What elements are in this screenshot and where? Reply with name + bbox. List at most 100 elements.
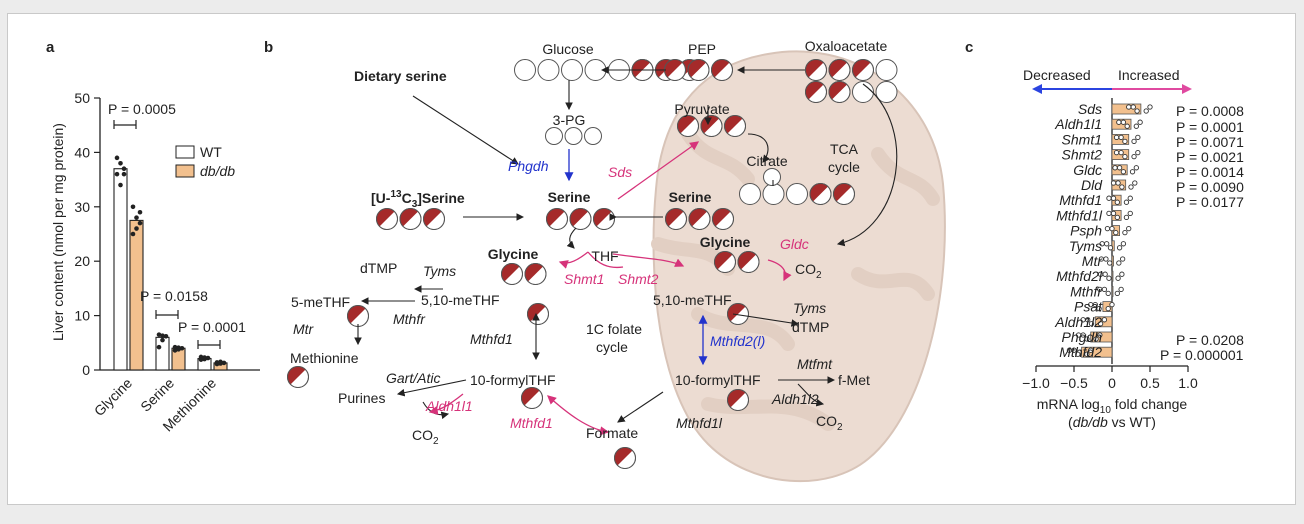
label-mthfd1l: Mthfd1l xyxy=(676,415,723,431)
pathway-arrows xyxy=(354,66,898,423)
labelled-fraction xyxy=(677,115,696,134)
label-thf: THF xyxy=(591,248,618,264)
gene-label: Shmt1 xyxy=(1062,131,1102,147)
gene-point xyxy=(1104,241,1110,247)
c-pvalues: P = 0.0008 P = 0.0001 P = 0.0071 P = 0.0… xyxy=(1160,103,1244,363)
data-point xyxy=(130,231,136,237)
label-mtfmt: Mtfmt xyxy=(797,356,833,372)
gene-point xyxy=(1093,336,1099,342)
c-x-tick-label: 1.0 xyxy=(1178,375,1198,391)
labelled-fraction xyxy=(400,208,418,227)
data-point xyxy=(134,226,139,231)
label-cycle: cycle xyxy=(828,159,860,175)
gene-point xyxy=(1103,256,1109,262)
gene-point xyxy=(1114,214,1120,221)
pvalue-aldh1l1: P = 0.0001 xyxy=(1176,119,1244,135)
label-f-met: f-Met xyxy=(838,372,870,388)
label-citrate: Citrate xyxy=(746,153,787,169)
gene-point xyxy=(1134,108,1140,114)
gene-point xyxy=(1115,275,1121,281)
isotopologue-circles xyxy=(287,59,898,469)
gene-bar-mthfd2l xyxy=(1111,270,1114,282)
label-folate-cycle: cycle xyxy=(596,339,628,355)
label-sds: Sds xyxy=(608,164,632,180)
labelled-fraction xyxy=(376,208,395,227)
data-point xyxy=(172,344,178,350)
labelled-fraction xyxy=(689,208,707,227)
gene-point xyxy=(1120,119,1127,125)
gene-point xyxy=(1112,165,1118,171)
label-pyruvate: Pyruvate xyxy=(674,101,729,117)
gene-point xyxy=(1109,225,1115,232)
pvalue-phgdh: P = 0.0208 xyxy=(1176,332,1244,348)
label-co2-aldh1l2: CO2 xyxy=(816,413,843,433)
gene-point xyxy=(1113,149,1120,156)
label-dietary-serine: Dietary serine xyxy=(354,68,447,84)
gene-point xyxy=(1132,180,1138,186)
pvalue-shmt2: P = 0.0021 xyxy=(1176,149,1244,165)
gene-point xyxy=(1137,119,1143,125)
label-3pg: 3-PG xyxy=(553,112,586,128)
gene-point xyxy=(1133,165,1139,171)
c-x-axis-label: mRNA log10 fold change xyxy=(1037,396,1188,416)
panel-c-label: c xyxy=(965,39,973,56)
labelled-fraction xyxy=(521,387,540,406)
gene-label: Dld xyxy=(1081,177,1103,193)
labelled-fraction xyxy=(724,115,743,134)
data-point xyxy=(118,182,123,188)
legend-label-wt: WT xyxy=(200,144,222,160)
x-tick-label: Serine xyxy=(137,375,177,415)
gene-point xyxy=(1122,229,1128,236)
isotopologue-circle xyxy=(852,81,874,103)
panel-b-label: b xyxy=(264,39,273,56)
gene-point xyxy=(1143,108,1149,114)
labelled-fraction xyxy=(664,59,683,78)
label-10formylthf-cytosol: 10-formylTHF xyxy=(470,372,556,388)
gene-point xyxy=(1088,321,1095,327)
gene-point xyxy=(1075,351,1081,357)
bars xyxy=(113,155,228,371)
labelled-fraction xyxy=(665,208,684,227)
gene-point xyxy=(1096,305,1102,312)
data-point xyxy=(176,345,181,350)
label-pep: PEP xyxy=(688,41,716,57)
panel-a-label: a xyxy=(46,39,55,56)
label-purines: Purines xyxy=(338,390,385,406)
c-x-tick-label: −0.5 xyxy=(1060,375,1088,391)
isotopologue-circle xyxy=(786,183,808,205)
gene-point xyxy=(1120,241,1127,247)
c-x-tick-label: −1.0 xyxy=(1022,375,1050,391)
label-aldh1l1: Aldh1l1 xyxy=(425,398,473,414)
y-tick-label: 50 xyxy=(74,90,90,106)
gene-point xyxy=(1130,104,1136,110)
labelled-fraction xyxy=(829,59,847,78)
gene-point xyxy=(1127,210,1133,217)
labelled-fraction xyxy=(632,59,650,78)
bar-glycine-wt xyxy=(113,168,128,371)
c-x-tick-label: 0 xyxy=(1108,375,1116,391)
label-gldc: Gldc xyxy=(780,236,809,252)
labelled-fraction xyxy=(805,81,824,100)
gene-label: Mthfd1l xyxy=(1056,207,1103,223)
gene-point xyxy=(1092,301,1098,308)
gene-label: Aldh1l1 xyxy=(1054,116,1102,132)
labelled-fraction xyxy=(546,208,565,227)
data-point xyxy=(202,355,207,360)
gene-point xyxy=(1126,104,1132,110)
data-point xyxy=(134,215,139,220)
gene-point xyxy=(1085,317,1091,323)
label-aldh1l2: Aldh1l2 xyxy=(771,391,819,407)
pvalue-shmt1: P = 0.0071 xyxy=(1176,134,1244,150)
isotopologue-circle xyxy=(763,168,781,186)
isotopologue-circle xyxy=(739,183,761,205)
gene-label: Sds xyxy=(1078,101,1102,117)
labelled-fraction xyxy=(347,305,366,324)
label-mthfd1-pink: Mthfd1 xyxy=(510,415,553,431)
gene-point xyxy=(1116,245,1123,251)
gene-point xyxy=(1120,169,1127,175)
y-tick-label: 20 xyxy=(74,253,90,269)
gene-point xyxy=(1110,195,1117,201)
labelled-fraction xyxy=(852,59,871,78)
label-tca: TCA xyxy=(830,141,859,157)
data-point xyxy=(214,361,220,367)
